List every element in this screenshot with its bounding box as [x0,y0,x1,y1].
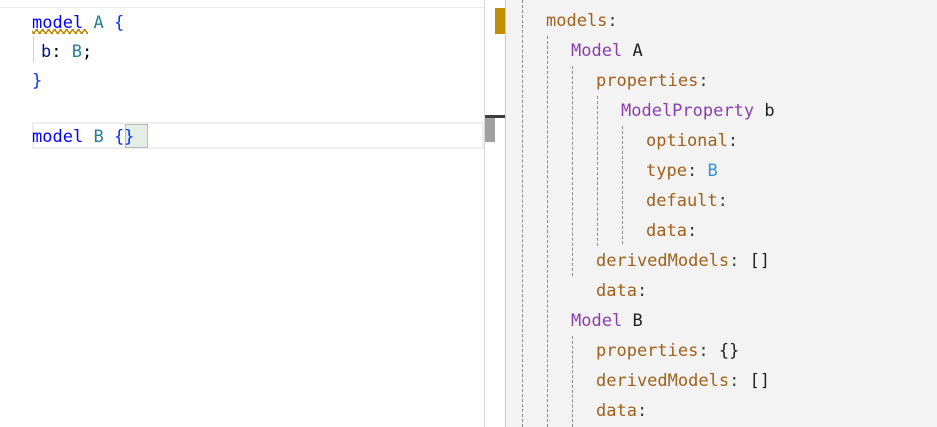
property-name: b [41,42,52,62]
value: [] [749,251,771,271]
open-brace: { [113,13,125,33]
colon: : [686,161,698,181]
key-label: models [546,11,608,31]
model-name: B [632,311,643,331]
key-label: properties [596,341,699,361]
outline-properties[interactable]: properties: {} [596,336,739,366]
colon: : [729,251,740,271]
property-type: B [71,42,82,62]
scrollbar-thumb[interactable] [485,118,495,142]
editor-top-border [0,7,484,8]
key-label: default [646,191,718,211]
outline-models[interactable]: models: [546,6,618,36]
key-label: derivedModels [596,371,730,391]
outline-property-data[interactable]: data: [646,216,697,246]
class-label: ModelProperty [621,101,755,121]
outline-derived-models[interactable]: derivedModels: [] [596,366,770,396]
outline-type[interactable]: type: B [646,156,718,186]
outline-data[interactable]: data: [596,276,647,306]
type-reference-link[interactable]: B [707,161,718,181]
keyword-model: model [32,13,84,33]
indent-guide [547,36,548,427]
colon: : [636,281,648,301]
keyword-model: model [32,127,84,147]
outline-data[interactable]: data: [596,396,647,426]
empty-braces: {} [113,127,135,147]
colon: : [698,71,709,91]
key-label: optional [646,131,728,151]
outline-model-property-b[interactable]: ModelProperty b [621,96,775,126]
key-label: properties [596,71,699,91]
semicolon: ; [82,42,93,62]
outline-optional[interactable]: optional: [646,126,738,156]
code-line-3[interactable]: } [32,66,42,96]
indent-guide [597,96,598,246]
indent-guide [622,126,623,244]
model-name: A [632,41,643,61]
colon: : [698,341,709,361]
program-outline-panel[interactable]: models: Model A properties: ModelPropert… [505,0,937,427]
colon: : [686,221,698,241]
value: [] [749,371,771,391]
colon: : [717,191,728,211]
indent-guide [572,336,573,427]
colon: : [729,371,740,391]
outline-model-b[interactable]: Model B [571,306,643,336]
ruler-cursor-marker [485,115,505,118]
close-brace: } [32,71,43,91]
indent-guide [572,66,573,276]
ruler-warning-marker[interactable] [495,8,505,34]
class-label: Model [571,41,623,61]
key-label: derivedModels [596,251,730,271]
key-label: data [596,401,637,421]
property-name: b [764,101,775,121]
code-line-2[interactable]: b: B; [41,37,92,67]
colon: : [607,11,618,31]
indent-guide [522,0,523,427]
indent-guide [33,36,34,63]
outline-properties[interactable]: properties: [596,66,709,96]
code-line-1[interactable]: model A { [32,8,124,38]
warning-squiggle [32,29,88,34]
class-label: Model [571,311,623,331]
code-editor[interactable]: model A { b: B; } model B {} [0,0,484,427]
overview-ruler-border [484,0,485,427]
colon: : [727,131,739,151]
bracket-match-highlight [125,124,148,148]
key-label: data [596,281,637,301]
code-line-5[interactable]: model B {} [32,122,134,152]
outline-default[interactable]: default: [646,186,728,216]
outline-derived-models[interactable]: derivedModels: [] [596,246,770,276]
key-label: type [646,161,687,181]
key-label: data [646,221,687,241]
value: {} [718,341,740,361]
colon: : [636,401,648,421]
current-line-highlight [32,122,484,149]
model-name: B [93,127,104,147]
model-name: A [93,13,104,33]
outline-model-a[interactable]: Model A [571,36,643,66]
colon: : [51,42,62,62]
